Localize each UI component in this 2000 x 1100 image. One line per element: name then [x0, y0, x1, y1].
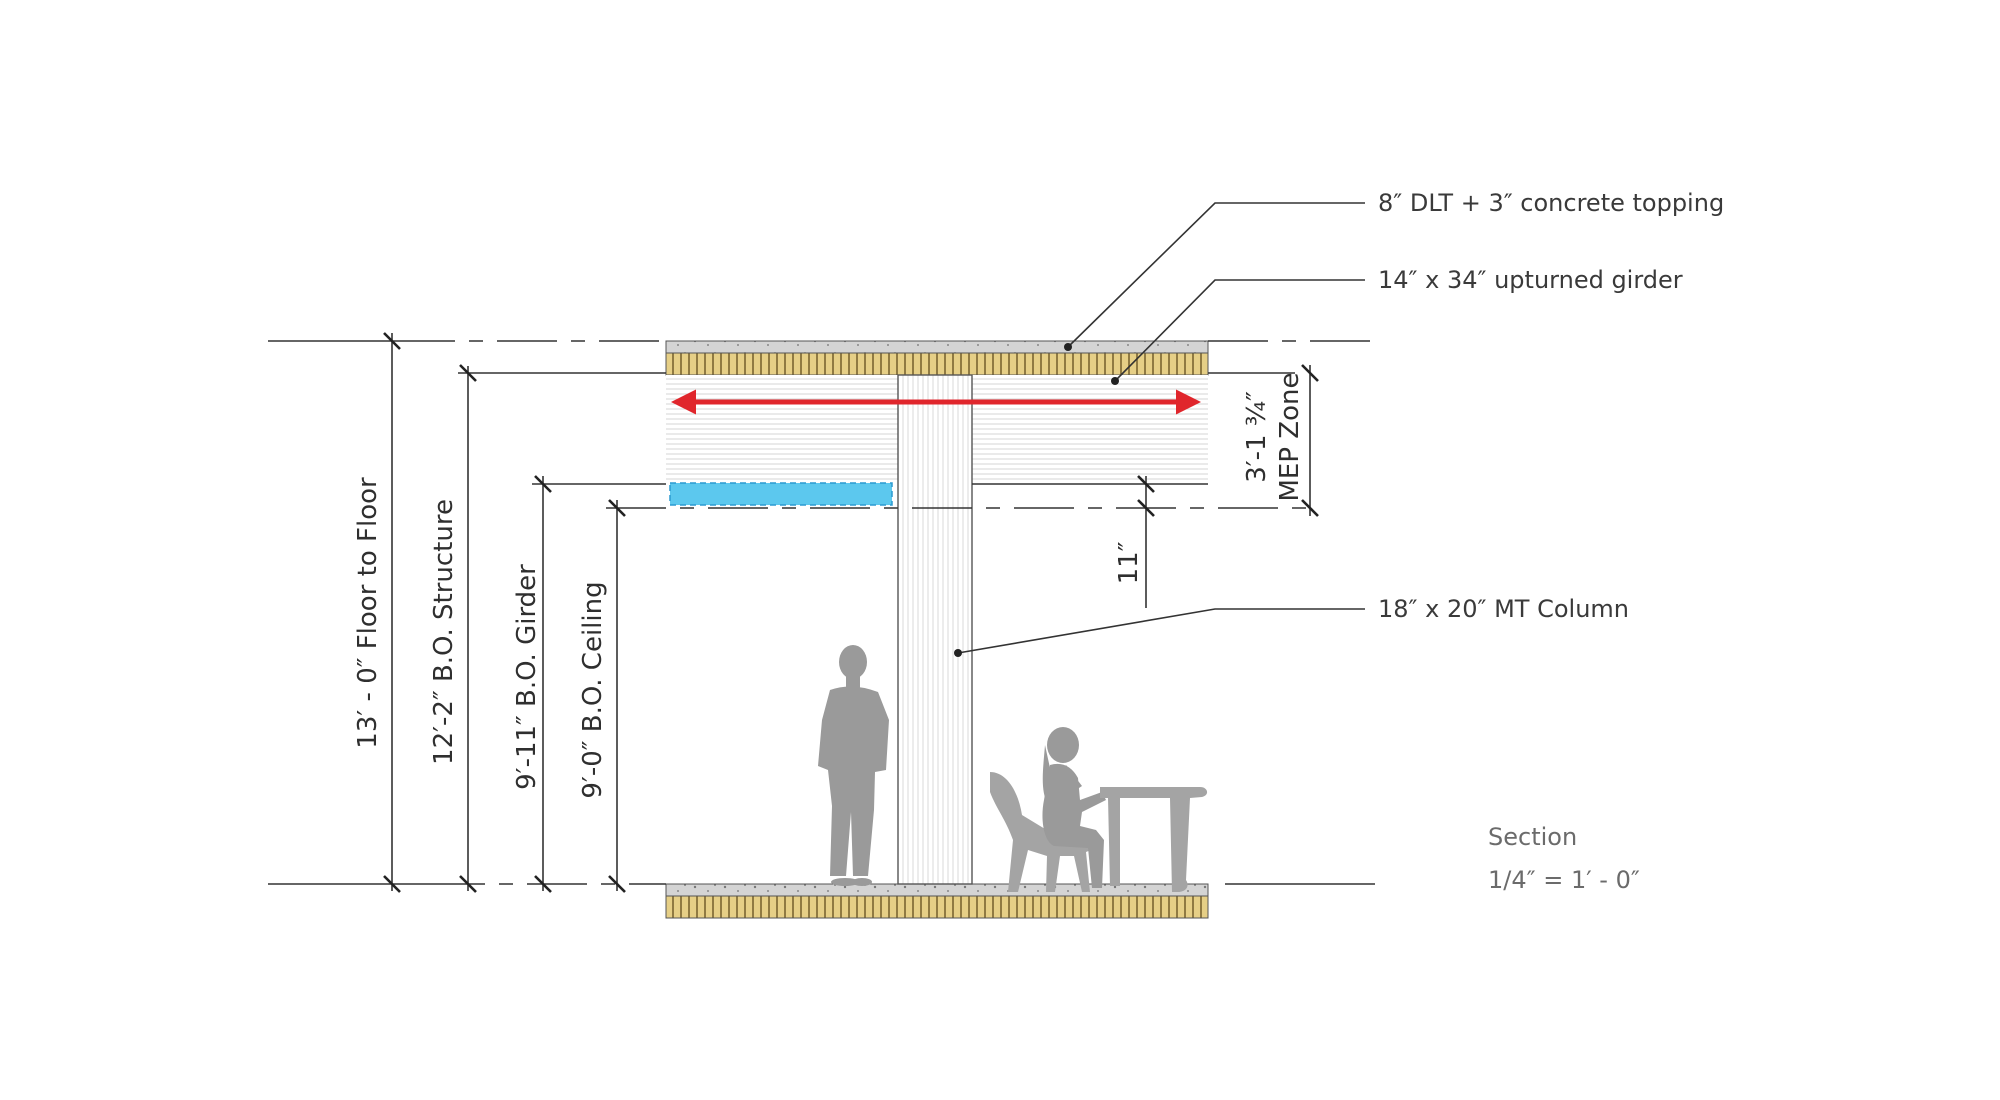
mass-timber-column: [897, 374, 973, 885]
standing-person-icon: [818, 645, 889, 886]
chair-icon: [990, 772, 1096, 892]
leader-lines: [954, 202, 1365, 657]
level-reference-lines: [268, 340, 1375, 885]
floor-to-floor-label: 13′ - 0″ Floor to Floor: [353, 477, 383, 749]
bo-structure-label: 12′-2″ B.O. Structure: [429, 499, 459, 765]
upper-floor-slab: [665, 340, 1209, 376]
slab-callout: 8″ DLT + 3″ concrete topping: [1378, 189, 1724, 217]
section-scale: 1/4″ = 1′ - 0″: [1488, 866, 1640, 894]
lower-floor-slab: [665, 883, 1209, 919]
ceiling-duct: [669, 482, 893, 506]
lower-concrete-topping: [665, 883, 1209, 897]
section-title: Section: [1488, 823, 1577, 851]
bo-girder-label: 9′-11″ B.O. Girder: [512, 564, 542, 790]
mep-zone-value: 3′-1 ¾″: [1242, 391, 1272, 483]
upper-concrete-topping: [665, 340, 1209, 354]
table-icon: [1100, 787, 1208, 892]
column-callout: 18″ x 20″ MT Column: [1378, 595, 1629, 623]
dimension-lines: [383, 332, 1319, 893]
gap-dimension-label: 11″: [1114, 541, 1144, 584]
lower-dlt-panel: [665, 895, 1209, 919]
bo-ceiling-label: 9′-0″ B.O. Ceiling: [578, 581, 608, 798]
girder-callout: 14″ x 34″ upturned girder: [1378, 266, 1683, 294]
seated-person-icon: [1042, 727, 1106, 888]
mep-zone-label: MEP Zone: [1275, 373, 1305, 502]
upper-dlt-panel: [665, 352, 1209, 376]
